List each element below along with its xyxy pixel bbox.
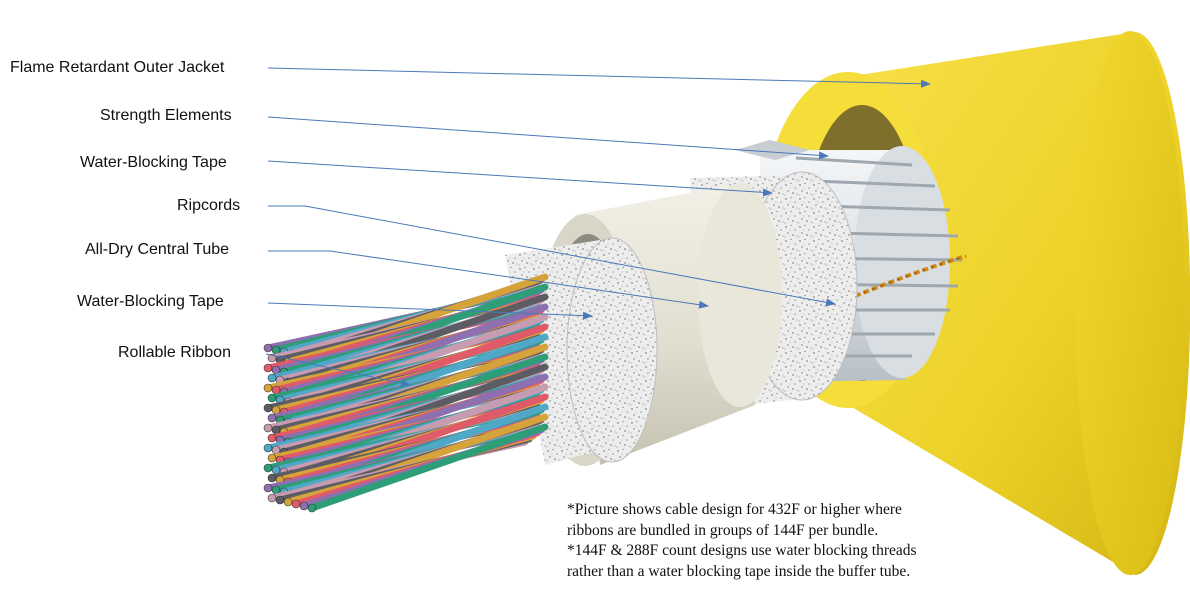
leader-inner-tape xyxy=(267,302,593,320)
footnote-line-3: *144F & 288F count designs use water blo… xyxy=(567,542,917,559)
fiber-end xyxy=(267,393,277,403)
label-inner-water-blocking-tape: Water-Blocking Tape xyxy=(77,293,224,310)
fiber-end xyxy=(263,423,273,433)
fiber-end xyxy=(271,465,281,475)
fiber-end xyxy=(271,385,281,395)
fiber-end xyxy=(263,483,273,493)
fiber-end xyxy=(271,485,281,495)
leader-outer-jacket xyxy=(267,67,931,88)
leader-lines xyxy=(265,67,931,388)
footnote-line-2: ribbons are bundled in groups of 144F pe… xyxy=(567,521,879,539)
leader-central-tube xyxy=(268,250,709,309)
fiber-end xyxy=(263,383,273,393)
fiber-end xyxy=(263,463,273,473)
fiber-end xyxy=(307,503,317,513)
fiber-end xyxy=(267,413,277,423)
leader-strength-elements xyxy=(267,116,829,160)
fiber-end xyxy=(271,345,281,355)
fiber-strand xyxy=(308,423,549,512)
fiber-end xyxy=(275,495,285,505)
fiber-end xyxy=(263,443,273,453)
ripcord xyxy=(829,254,967,308)
label-central-tube: All-Dry Central Tube xyxy=(85,241,230,258)
rollable-ribbon-fibers xyxy=(263,273,549,513)
fiber-end xyxy=(267,453,277,463)
fiber-end xyxy=(271,365,281,375)
footnote-line-1: *Picture shows cable design for 432F or … xyxy=(567,501,902,518)
fiber-end xyxy=(263,363,273,373)
fiber-end xyxy=(271,445,281,455)
fiber-end xyxy=(263,343,273,353)
leader-rollable-ribbon xyxy=(265,353,411,388)
fiber-end xyxy=(267,373,277,383)
fiber-end xyxy=(299,501,309,511)
leader-outer-tape xyxy=(267,160,773,197)
label-outer-jacket: Flame Retardant Outer Jacket xyxy=(10,59,225,76)
fiber-end xyxy=(283,497,293,507)
leader-ripcords xyxy=(268,205,836,307)
fiber-end xyxy=(267,493,277,503)
fiber-end xyxy=(271,405,281,415)
design-footnote: *Picture shows cable design for 432F or … xyxy=(567,500,987,582)
label-ripcords: Ripcords xyxy=(177,197,241,214)
label-rollable-ribbon: Rollable Ribbon xyxy=(118,344,231,361)
fiber-end xyxy=(263,403,273,413)
fiber-end xyxy=(267,433,277,443)
footnote-line-4: rather than a water blocking tape inside… xyxy=(567,562,911,580)
fiber-end xyxy=(267,473,277,483)
fiber-end xyxy=(291,499,301,509)
label-outer-water-blocking-tape: Water-Blocking Tape xyxy=(80,154,227,171)
label-strength-elements: Strength Elements xyxy=(100,107,232,124)
fiber-end xyxy=(271,425,281,435)
